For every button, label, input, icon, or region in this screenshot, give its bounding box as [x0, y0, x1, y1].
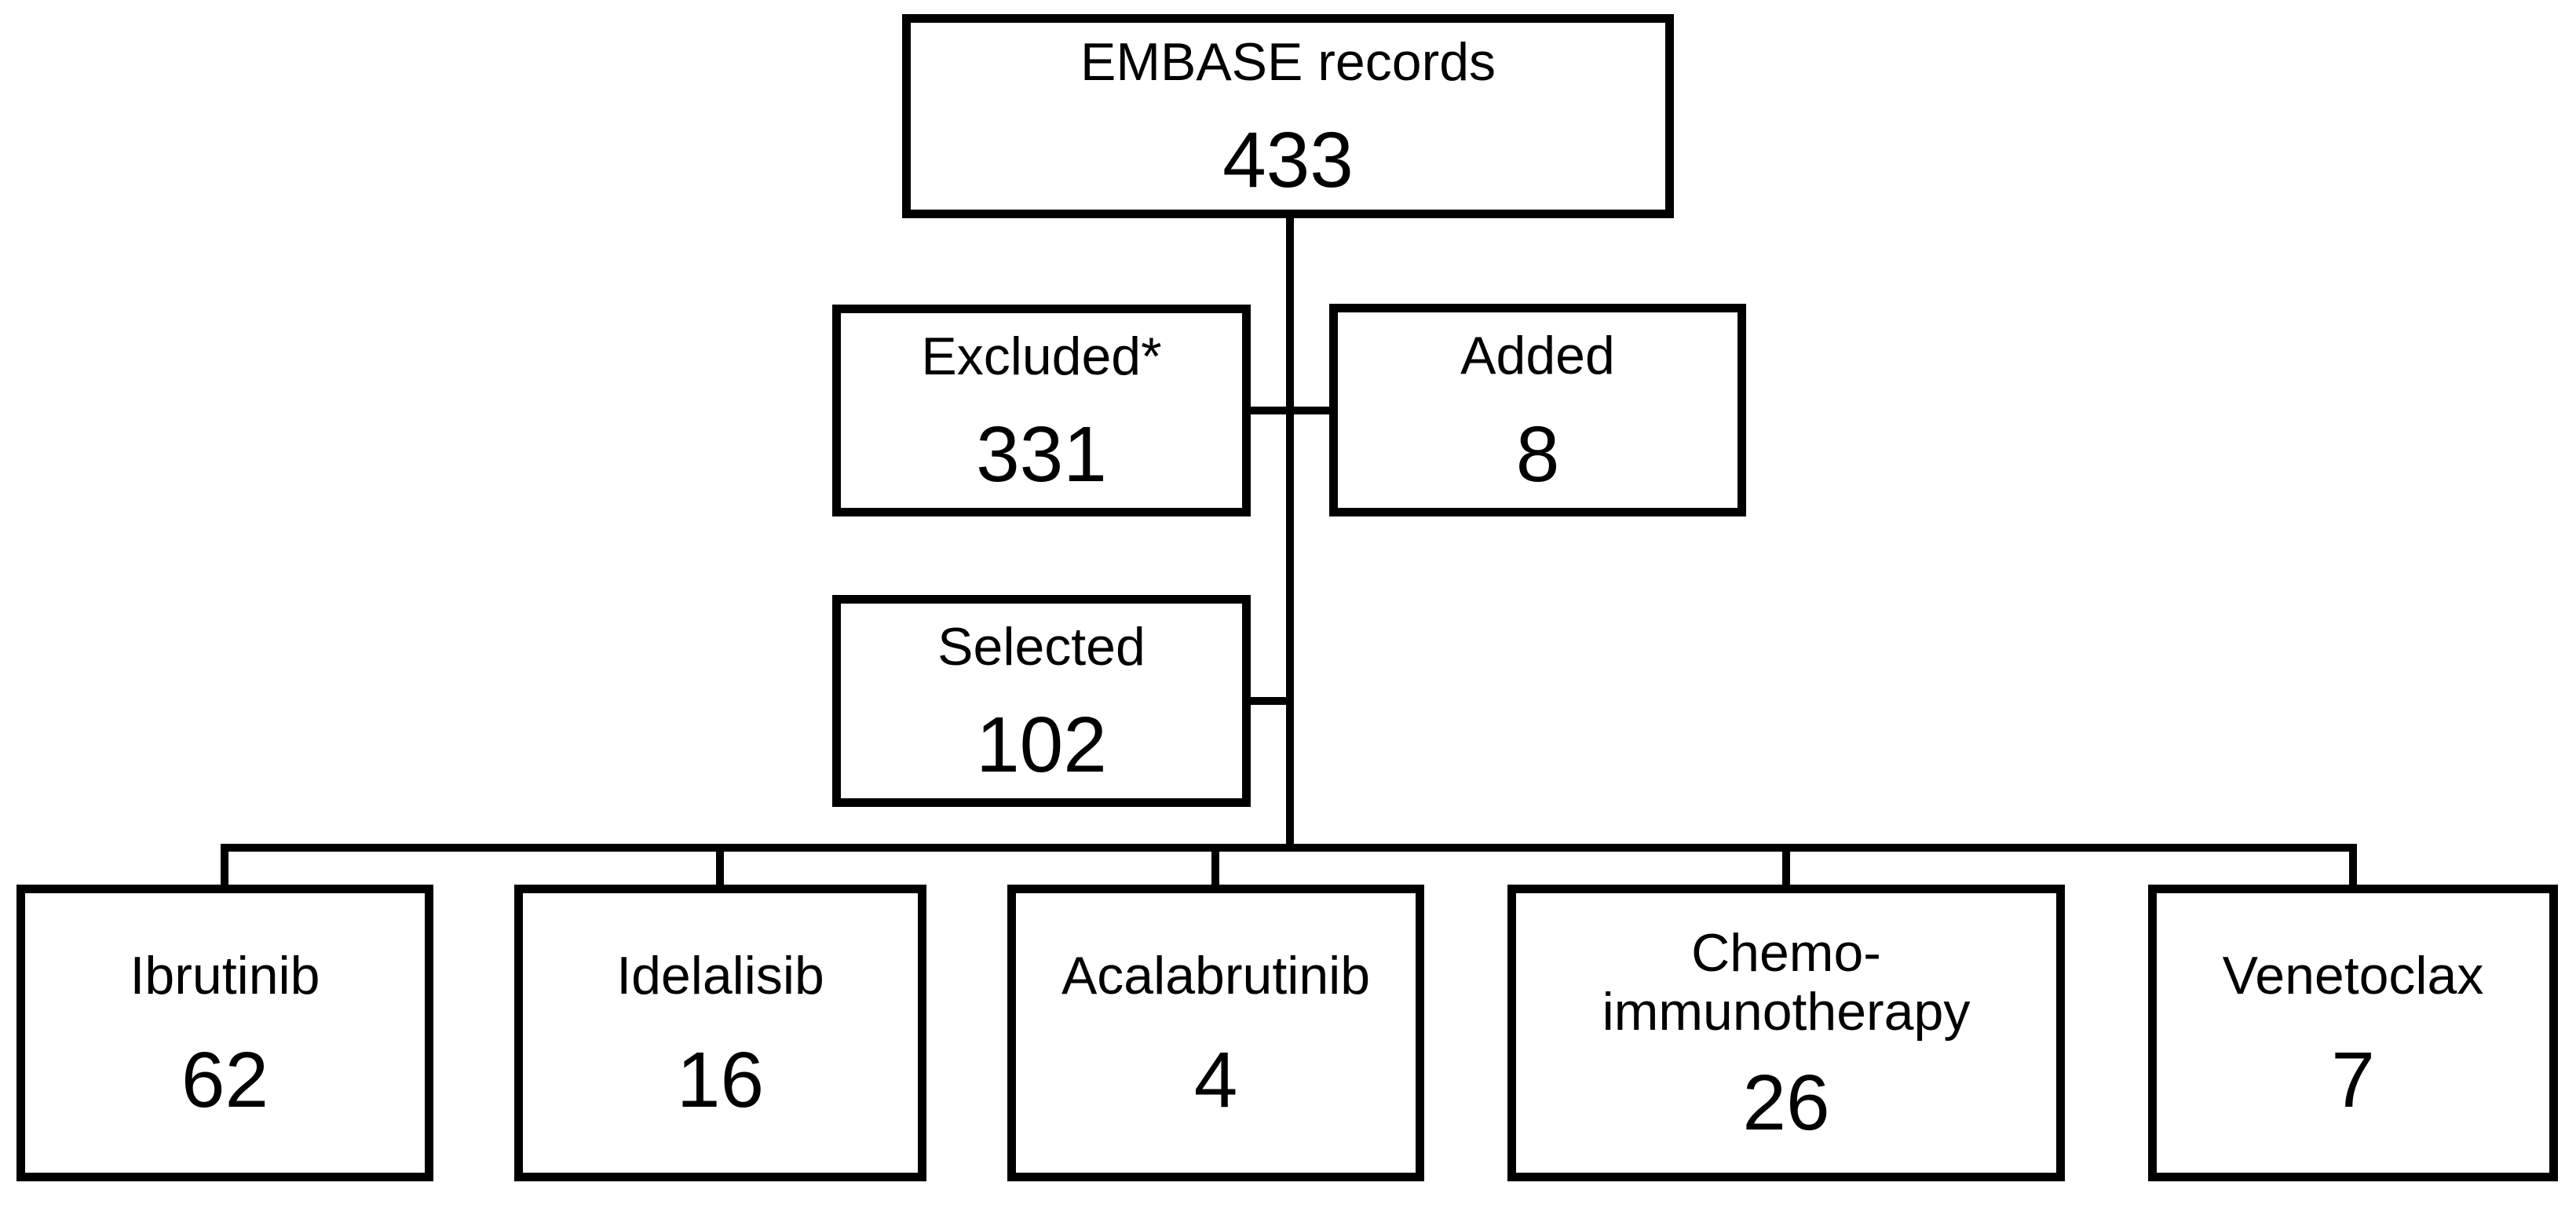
connector-distribution-line	[221, 844, 2357, 852]
connector-drop-idelalisib	[716, 844, 724, 885]
box-label-line-2: immunotherapy	[1602, 982, 1971, 1042]
box-label: Idelalisib	[616, 946, 824, 1006]
connector-drop-ibrutinib	[221, 844, 228, 885]
box-label: Ibrutinib	[130, 946, 320, 1006]
box-label-line-1: Chemo-	[1691, 923, 1881, 984]
connector-excluded-added	[1251, 407, 1329, 414]
box-chemo-immunotherapy: Chemo- immunotherapy 26	[1507, 885, 2065, 1181]
box-value: 102	[976, 701, 1107, 790]
box-value: 433	[1222, 116, 1354, 205]
box-ibrutinib: Ibrutinib 62	[16, 885, 433, 1181]
box-label: Acalabrutinib	[1061, 946, 1371, 1006]
box-label: Excluded*	[921, 326, 1162, 386]
box-idelalisib: Idelalisib 16	[514, 885, 926, 1181]
box-label: Chemo- immunotherapy	[1602, 924, 1971, 1042]
connector-selected-stem	[1251, 697, 1294, 705]
box-excluded: Excluded* 331	[832, 305, 1251, 516]
box-label: Added	[1460, 326, 1615, 386]
connector-main-stem	[1286, 218, 1294, 852]
box-value: 62	[181, 1035, 269, 1124]
box-label: EMBASE records	[1080, 31, 1496, 92]
box-value: 331	[976, 411, 1107, 499]
box-label: Selected	[937, 616, 1145, 677]
box-value: 8	[1515, 410, 1560, 498]
connector-drop-chemo	[1782, 844, 1790, 885]
box-selected: Selected 102	[832, 595, 1251, 807]
box-added: Added 8	[1329, 304, 1746, 516]
connector-drop-venetoclax	[2349, 844, 2357, 885]
box-value: 16	[676, 1035, 765, 1124]
box-value: 7	[2331, 1035, 2375, 1124]
box-acalabrutinib: Acalabrutinib 4	[1007, 885, 1424, 1181]
box-label: Venetoclax	[2222, 946, 2484, 1006]
box-venetoclax: Venetoclax 7	[2148, 885, 2558, 1181]
connector-drop-acalabrutinib	[1211, 844, 1219, 885]
box-value: 26	[1742, 1058, 1830, 1147]
box-value: 4	[1193, 1035, 1238, 1124]
box-embase-records: EMBASE records 433	[902, 14, 1674, 218]
